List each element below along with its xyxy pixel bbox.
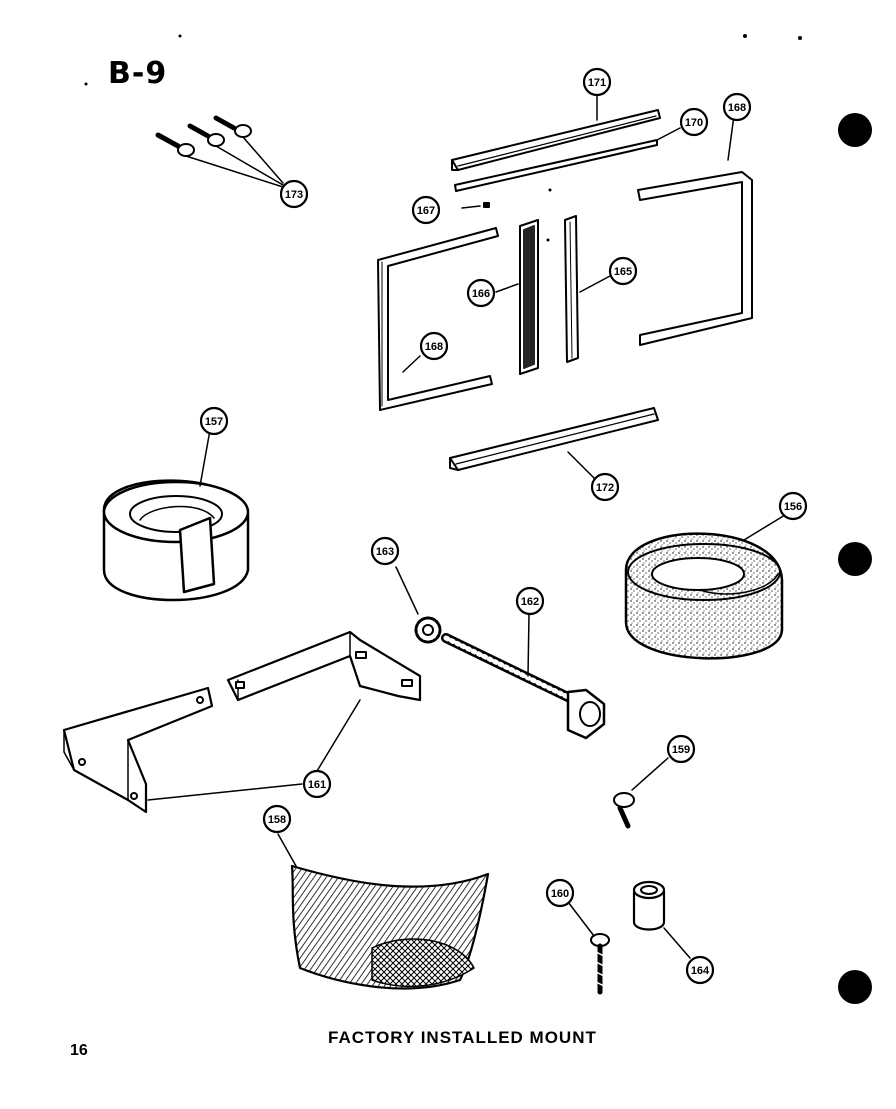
section-code: B-9 (108, 56, 168, 91)
svg-text:168: 168 (728, 102, 746, 114)
left-frame-168 (377, 227, 499, 411)
callout-171: 171 (582, 67, 612, 97)
strip-165 (564, 215, 611, 363)
svg-text:160: 160 (551, 888, 569, 900)
washer-163 (395, 566, 442, 644)
strip-170 (454, 127, 681, 192)
callout-162: 162 (515, 586, 545, 616)
svg-text:158: 158 (268, 814, 286, 826)
seal-strip-166 (495, 219, 539, 375)
svg-text:161: 161 (308, 779, 326, 791)
callout-160: 160 (545, 878, 575, 908)
foam-ring-156 (624, 514, 786, 660)
pin-167 (461, 205, 481, 209)
callout-165: 165 (608, 256, 638, 286)
brackets-161 (62, 630, 422, 814)
callout-170: 170 (679, 107, 709, 137)
bolt-162 (441, 613, 606, 740)
callout-164: 164 (685, 955, 715, 985)
callout-168-left: 168 (419, 331, 449, 361)
callouts: 171 170 168 173 167 166 (199, 67, 808, 985)
screw-159 (613, 757, 669, 829)
svg-text:164: 164 (691, 965, 710, 977)
callout-159: 159 (666, 734, 696, 764)
callout-167: 167 (411, 195, 441, 225)
svg-text:170: 170 (685, 117, 703, 129)
binder-hole-bottom (838, 970, 872, 1004)
binder-hole-top (838, 113, 872, 147)
pin-167-body (483, 202, 490, 208)
net-bag-158 (277, 833, 490, 990)
callout-172: 172 (590, 472, 620, 502)
svg-text:165: 165 (614, 266, 632, 278)
screws-173 (155, 115, 284, 188)
svg-text:171: 171 (588, 77, 606, 89)
callout-173: 173 (279, 179, 309, 209)
wood-screw-160 (564, 897, 610, 995)
callout-163: 163 (370, 536, 400, 566)
svg-text:173: 173 (285, 189, 303, 201)
callout-156: 156 (778, 491, 808, 521)
svg-text:166: 166 (472, 288, 490, 300)
svg-text:159: 159 (672, 744, 690, 756)
spacer-164 (632, 880, 691, 959)
bottom-rail-172 (449, 407, 659, 479)
callout-161: 161 (302, 769, 332, 799)
callout-158: 158 (262, 804, 292, 834)
svg-text:168: 168 (425, 341, 443, 353)
callout-157: 157 (199, 406, 229, 436)
svg-text:157: 157 (205, 416, 223, 428)
callout-168-right: 168 (722, 92, 752, 122)
svg-text:172: 172 (596, 482, 614, 494)
binder-hole-middle (838, 542, 872, 576)
svg-text:156: 156 (784, 501, 802, 513)
svg-text:167: 167 (417, 205, 435, 217)
scan-specks (84, 34, 802, 242)
svg-text:163: 163 (376, 546, 394, 558)
foam-roll-157 (102, 429, 250, 602)
page-number: 16 (70, 1042, 88, 1059)
diagram-caption: FACTORY INSTALLED MOUNT (328, 1028, 597, 1047)
callout-166: 166 (466, 278, 496, 308)
svg-text:162: 162 (521, 596, 539, 608)
top-rail-171 (451, 94, 661, 171)
